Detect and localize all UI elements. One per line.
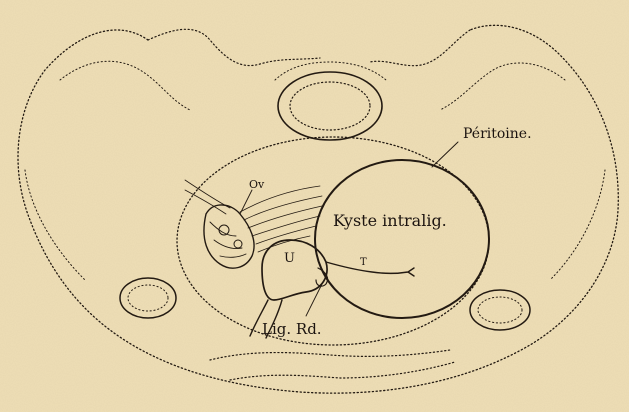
label-peritoine: Péritoine. — [463, 126, 532, 142]
label-kyste: Kyste intralig. — [333, 211, 447, 230]
label-ligament: Lig. Rd. — [262, 320, 322, 338]
label-uterus: U — [284, 251, 295, 266]
label-ovary: Ov — [249, 178, 265, 191]
label-tube: T — [360, 257, 367, 268]
